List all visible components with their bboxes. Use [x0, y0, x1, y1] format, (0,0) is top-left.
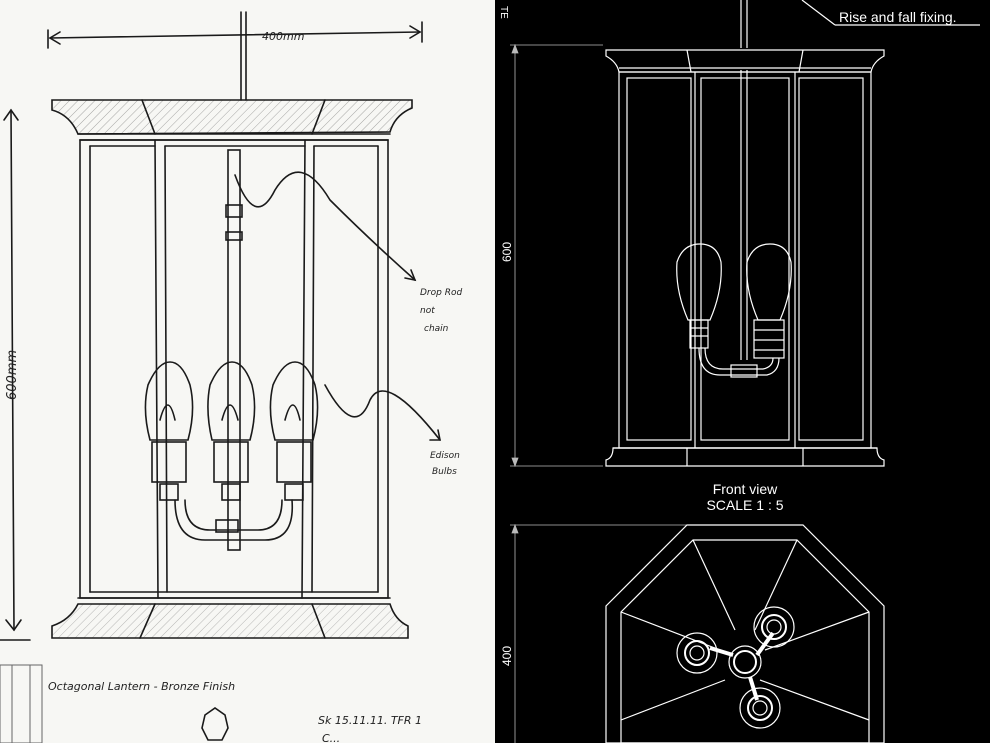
bulb-center [207, 361, 256, 501]
sketch-width-label: 400mm [262, 30, 304, 43]
note-bulbs-line1: Edison [430, 451, 460, 461]
candle-arms [174, 499, 294, 541]
front-view-title: Front view [713, 481, 778, 497]
cad-drawing-panel: TE Rise and fall fixing. 600 400 Front v… [495, 0, 990, 743]
bulb-right [269, 361, 319, 501]
sketch-signature: Sk 15.11.11. TFR 1 [318, 714, 422, 727]
cad-bulb-right [746, 243, 792, 359]
cad-edge-label: TE [498, 6, 509, 19]
lantern-base [51, 597, 409, 639]
bulb-left [144, 361, 194, 501]
leader-bulbs [324, 384, 441, 441]
cad-plan-label: 400 [500, 646, 514, 666]
rise-fall-label: Rise and fall fixing. [839, 9, 957, 25]
cad-bulb-left [676, 243, 722, 349]
lantern-frame [79, 139, 389, 599]
leader-drop-rod [234, 171, 416, 281]
note-drop-rod-line2: not [420, 306, 435, 316]
cad-plan-view [605, 524, 885, 743]
cad-height-label: 600 [500, 242, 514, 262]
sketch-height-label: 600mm [5, 350, 20, 400]
plan-symbol-octagon [201, 707, 229, 741]
sketch-drawing: 400mm 600mm Drop Rod not chain Edison Bu… [0, 11, 462, 743]
sketch-title: Octagonal Lantern - Bronze Finish [48, 680, 235, 693]
leader-rise-fall [801, 0, 836, 26]
cad-base [605, 447, 885, 467]
note-drop-rod-line1: Drop Rod [420, 288, 462, 298]
leader-arrow-drop-rod [404, 269, 417, 282]
width-dimension-line [47, 21, 423, 49]
cad-frame [618, 71, 872, 449]
leader-arrow-bulbs [429, 429, 441, 441]
height-dimension-line [0, 108, 31, 641]
lantern-top-cap [51, 99, 413, 141]
cad-top-cap [605, 49, 885, 73]
cad-height-dimension [510, 43, 603, 468]
hand-sketch-panel: 400mm 600mm Drop Rod not chain Edison Bu… [0, 0, 495, 743]
sketch-signature-line2: C... [322, 732, 340, 743]
note-drop-rod-line3: chain [424, 324, 449, 334]
drop-rod [215, 11, 247, 551]
cad-candle-arms [698, 347, 780, 378]
note-bulbs-line2: Bulbs [432, 467, 457, 477]
front-view-scale: SCALE 1 : 5 [706, 497, 783, 513]
corner-scrap-sketch [0, 664, 43, 743]
cad-rod [740, 0, 748, 360]
cad-drawing: TE Rise and fall fixing. 600 400 Front v… [498, 0, 980, 743]
